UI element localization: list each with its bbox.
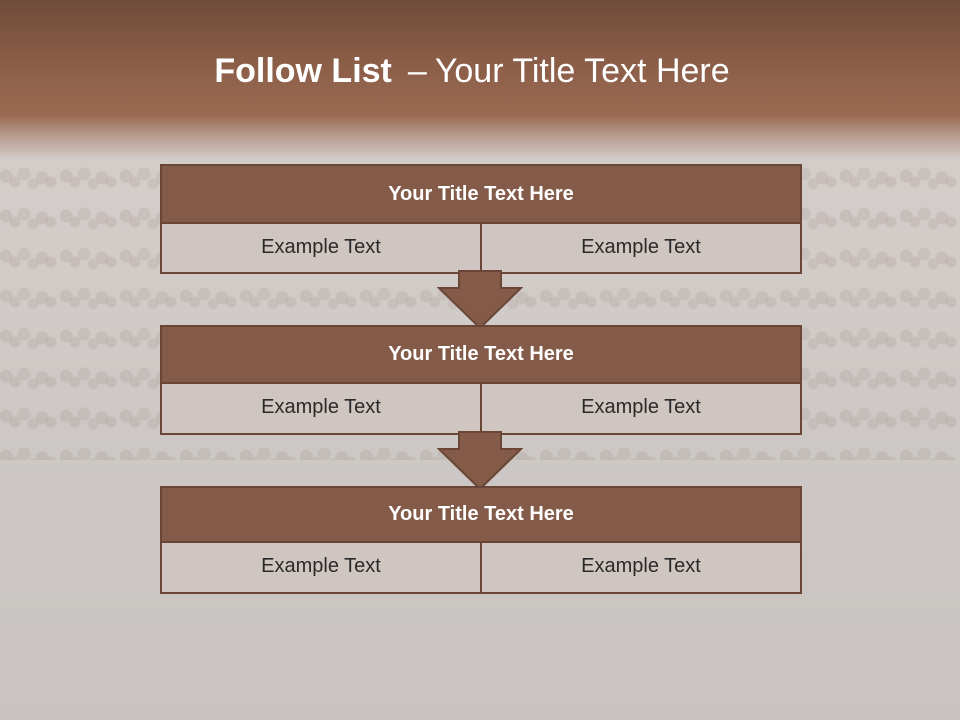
step-cell-right: Example Text: [480, 543, 800, 592]
step-title: Your Title Text Here: [162, 488, 800, 543]
step-cell-left: Example Text: [261, 555, 381, 577]
step-block-1: Your Title Text Here Example Text Exampl…: [160, 164, 802, 274]
down-arrow-icon: [437, 270, 523, 330]
step-row: Example Text Example Text: [162, 543, 800, 592]
slide-title-rest: Your Title Text Here: [434, 52, 730, 90]
step-block-2: Your Title Text Here Example Text Exampl…: [160, 325, 802, 435]
step-block-3: Your Title Text Here Example Text Exampl…: [160, 486, 802, 594]
step-row: Example Text Example Text: [162, 224, 800, 272]
step-cell-left: Example Text: [261, 236, 381, 258]
slide-title: Follow List–Your Title Text Here: [0, 52, 944, 91]
step-title: Your Title Text Here: [162, 327, 800, 384]
step-title: Your Title Text Here: [162, 166, 800, 224]
step-cell-right: Example Text: [480, 224, 800, 272]
step-cell-right: Example Text: [480, 384, 800, 433]
slide-title-separator: –: [407, 52, 427, 90]
down-arrow-icon: [437, 431, 523, 491]
slide-title-bold: Follow List: [214, 52, 392, 90]
step-row: Example Text Example Text: [162, 384, 800, 433]
step-cell-left: Example Text: [261, 396, 381, 418]
